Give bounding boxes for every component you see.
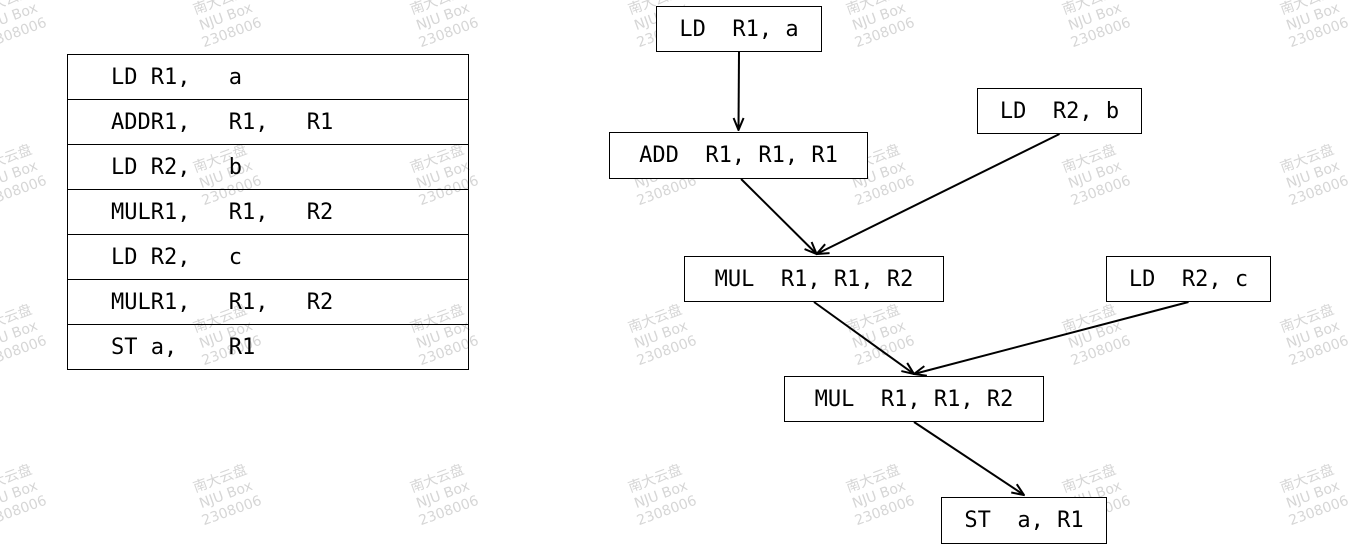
dag-node-ld-r2-b: LD R2, b: [977, 88, 1142, 134]
instruction-opcode: LD: [66, 54, 151, 100]
instruction-operand-3: R2: [306, 279, 469, 325]
instruction-opcode: LD: [66, 144, 151, 190]
instruction-operand-2: R1: [228, 324, 307, 370]
dag-node-add: ADD R1, R1, R1: [609, 132, 868, 179]
instruction-operand-1: R1,: [150, 54, 229, 100]
instruction-operand-3: [306, 234, 469, 280]
instruction-operand-2: b: [228, 144, 307, 190]
instruction-operand-2: a: [228, 54, 307, 100]
instruction-operand-3: [306, 324, 469, 370]
dag-edge-ld-r1-a-to-add: [739, 51, 740, 130]
dag-node-mul2: MUL R1, R1, R2: [784, 376, 1044, 422]
instruction-opcode: MUL: [66, 189, 151, 235]
dag-node-ld-r1-a: LD R1, a: [656, 6, 822, 52]
dag-edge-mul1-to-mul2: [813, 301, 914, 374]
dag-node-mul1: MUL R1, R1, R2: [684, 256, 944, 302]
instruction-opcode: ADD: [66, 99, 151, 145]
instruction-operand-1: a,: [150, 324, 229, 370]
instruction-operand-1: R2,: [150, 144, 229, 190]
instruction-operand-3: R2: [306, 189, 469, 235]
dag-edge-ld-r2-b-to-mul1: [817, 133, 1060, 254]
instruction-operand-2: R1,: [228, 99, 307, 145]
instruction-operand-1: R1,: [150, 279, 229, 325]
instruction-operand-2: c: [228, 234, 307, 280]
instruction-operand-1: R1,: [150, 189, 229, 235]
instruction-opcode: ST: [66, 324, 151, 370]
dag-edge-add-to-mul1: [740, 178, 817, 254]
instruction-opcode: LD: [66, 234, 151, 280]
dag-node-ld-r2-c: LD R2, c: [1106, 256, 1271, 302]
instruction-operand-3: [306, 54, 469, 100]
dag-node-st: ST a, R1: [941, 497, 1107, 544]
instruction-opcode: MUL: [66, 279, 151, 325]
dag-edge-mul2-to-st: [913, 421, 1024, 495]
instruction-operand-3: R1: [306, 99, 469, 145]
dag-edge-ld-r2-c-to-mul2: [914, 301, 1189, 374]
